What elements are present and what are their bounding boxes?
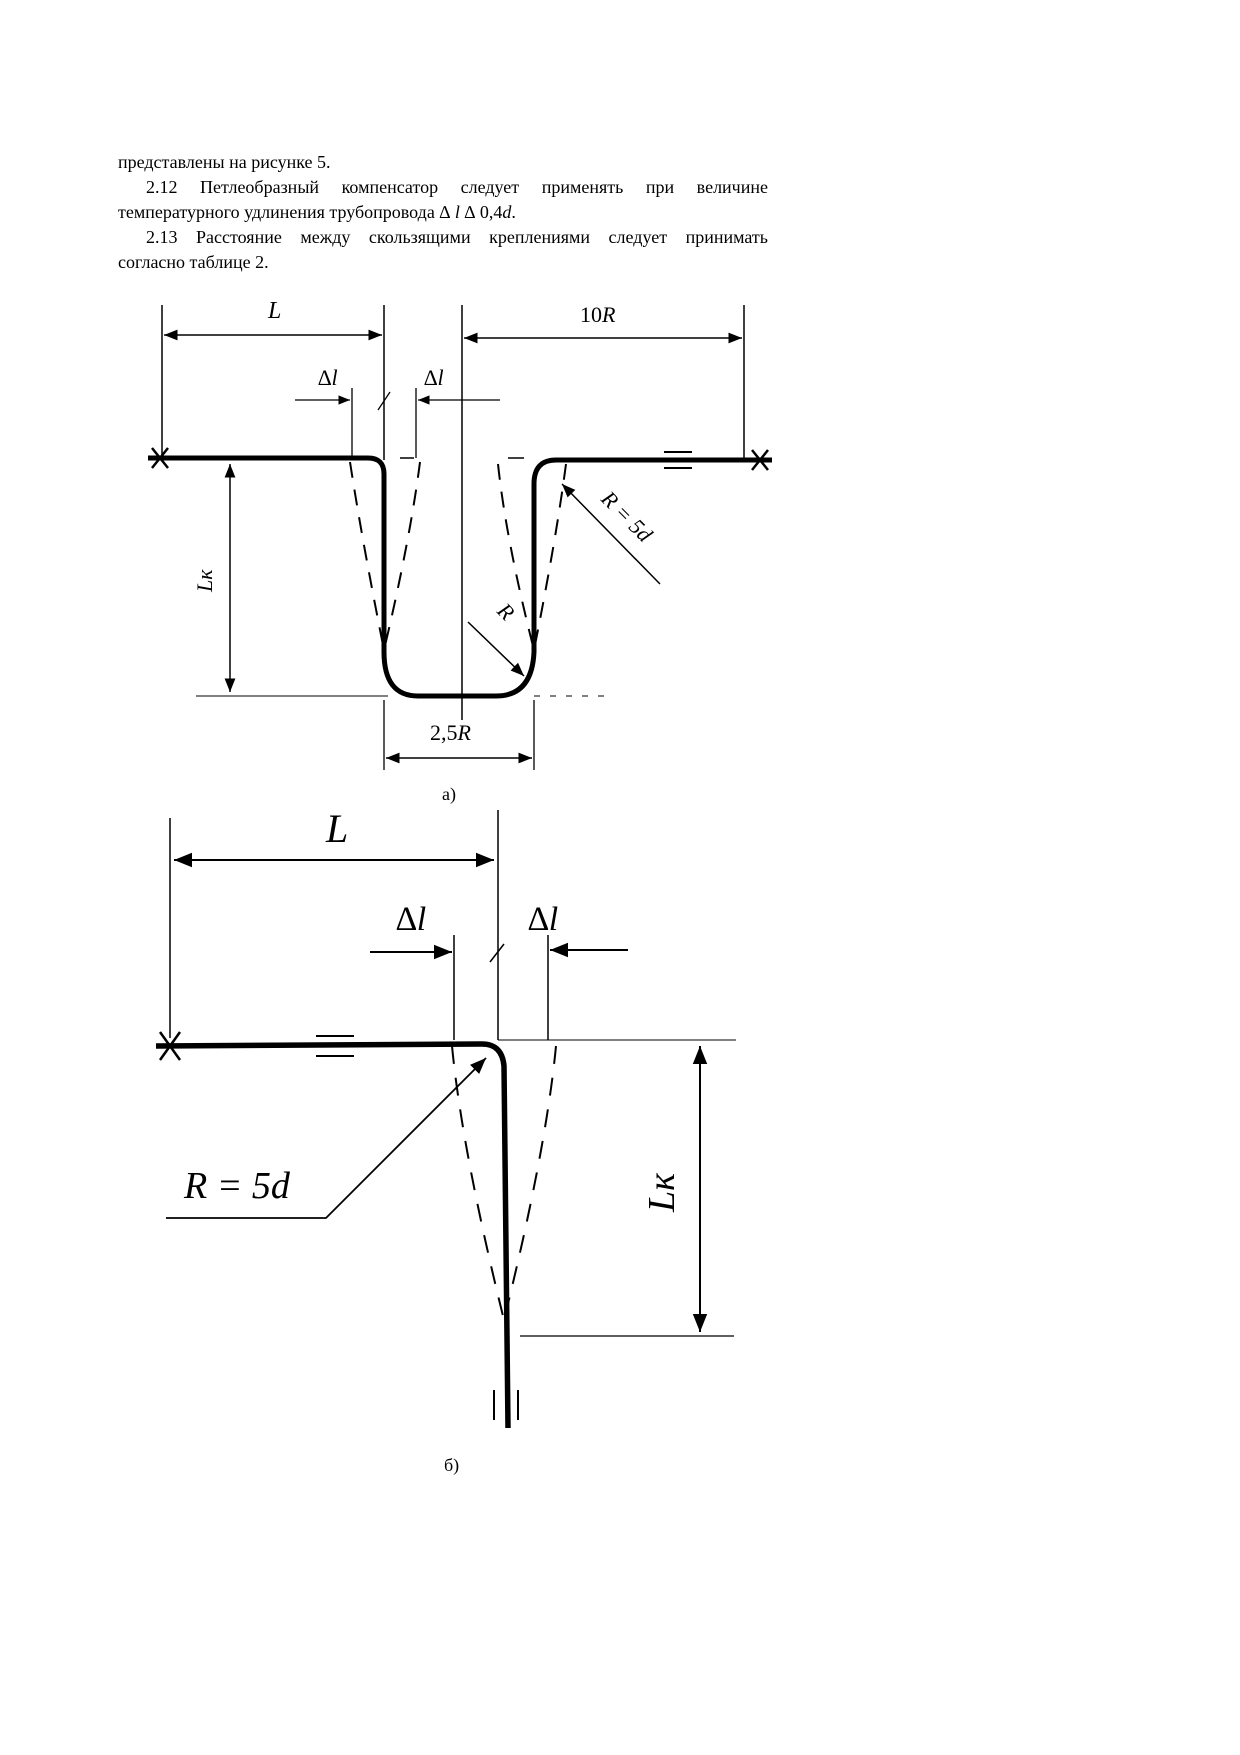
delta-symbol: ∆ xyxy=(464,202,476,222)
label-10R: 10R xyxy=(580,302,616,327)
label-R5d: R = 5d xyxy=(596,485,658,547)
text-run: температурного удлинения трубопровода xyxy=(118,202,440,222)
figure-b: L ∆l ∆l R = 5d Lк xyxy=(155,806,736,1429)
label-dl-right: ∆l xyxy=(528,901,558,938)
label-10R-num: 10 xyxy=(580,302,602,327)
deformed-line xyxy=(349,461,385,651)
deformed-line xyxy=(383,461,421,651)
leader-R5d xyxy=(166,1057,487,1219)
deformed-line xyxy=(497,463,535,651)
deformed-line xyxy=(533,463,567,651)
paragraph-intro: представлены на рисунке 5. xyxy=(118,152,331,172)
figure-a: L 10R ∆l ∆l R = 5d R Lк 2,5R xyxy=(148,298,772,770)
break-mark xyxy=(489,943,505,963)
paragraph-2-12-line2: температурного удлинения трубопровода ∆ … xyxy=(118,200,768,225)
leader-R xyxy=(467,621,525,677)
paragraph-2-13-line2: согласно таблице 2. xyxy=(118,252,269,272)
label-dl-left: ∆l xyxy=(318,365,338,390)
fixed-support xyxy=(158,1031,182,1061)
body-text: представлены на рисунке 5. 2.12 Петлеобр… xyxy=(118,150,768,275)
label-R: R xyxy=(492,597,520,625)
figure-b-caption: б) xyxy=(444,1455,460,1475)
label-10R-R: R xyxy=(601,302,616,327)
pipe-loop xyxy=(148,455,772,699)
delta-symbol: ∆ xyxy=(439,202,451,222)
text-run: . xyxy=(511,202,516,222)
label-2-5R: 2,5R xyxy=(430,720,472,745)
var-d: d xyxy=(502,202,512,222)
paragraph-2-12-line1: 2.12 Петлеобразный компенсатор следует п… xyxy=(146,177,768,197)
break-mark xyxy=(377,391,391,411)
fixed-support-right xyxy=(751,449,769,471)
deformed-line xyxy=(503,1045,557,1321)
label-L: L xyxy=(267,298,281,324)
label-Lk: Lк xyxy=(192,569,217,593)
label-2-5R-R: R xyxy=(457,720,472,745)
label-L: L xyxy=(325,806,348,851)
text-run: 0,4 xyxy=(475,202,503,222)
var-l: l xyxy=(454,202,460,222)
deformed-line xyxy=(451,1045,505,1321)
pipe-corner xyxy=(155,1041,511,1429)
figure-a-caption: а) xyxy=(442,784,456,804)
label-2-5R-num: 2,5 xyxy=(430,720,458,745)
label-dl-left: ∆l xyxy=(396,901,426,938)
label-dl-right: ∆l xyxy=(424,365,444,390)
paragraph-2-13-line1: 2.13 Расстояние между скользящими крепле… xyxy=(146,227,768,247)
label-Lk: Lк xyxy=(641,1172,683,1213)
label-R5d: R = 5d xyxy=(183,1165,291,1207)
fixed-support-left xyxy=(151,447,169,469)
leader-R5d xyxy=(561,483,661,585)
